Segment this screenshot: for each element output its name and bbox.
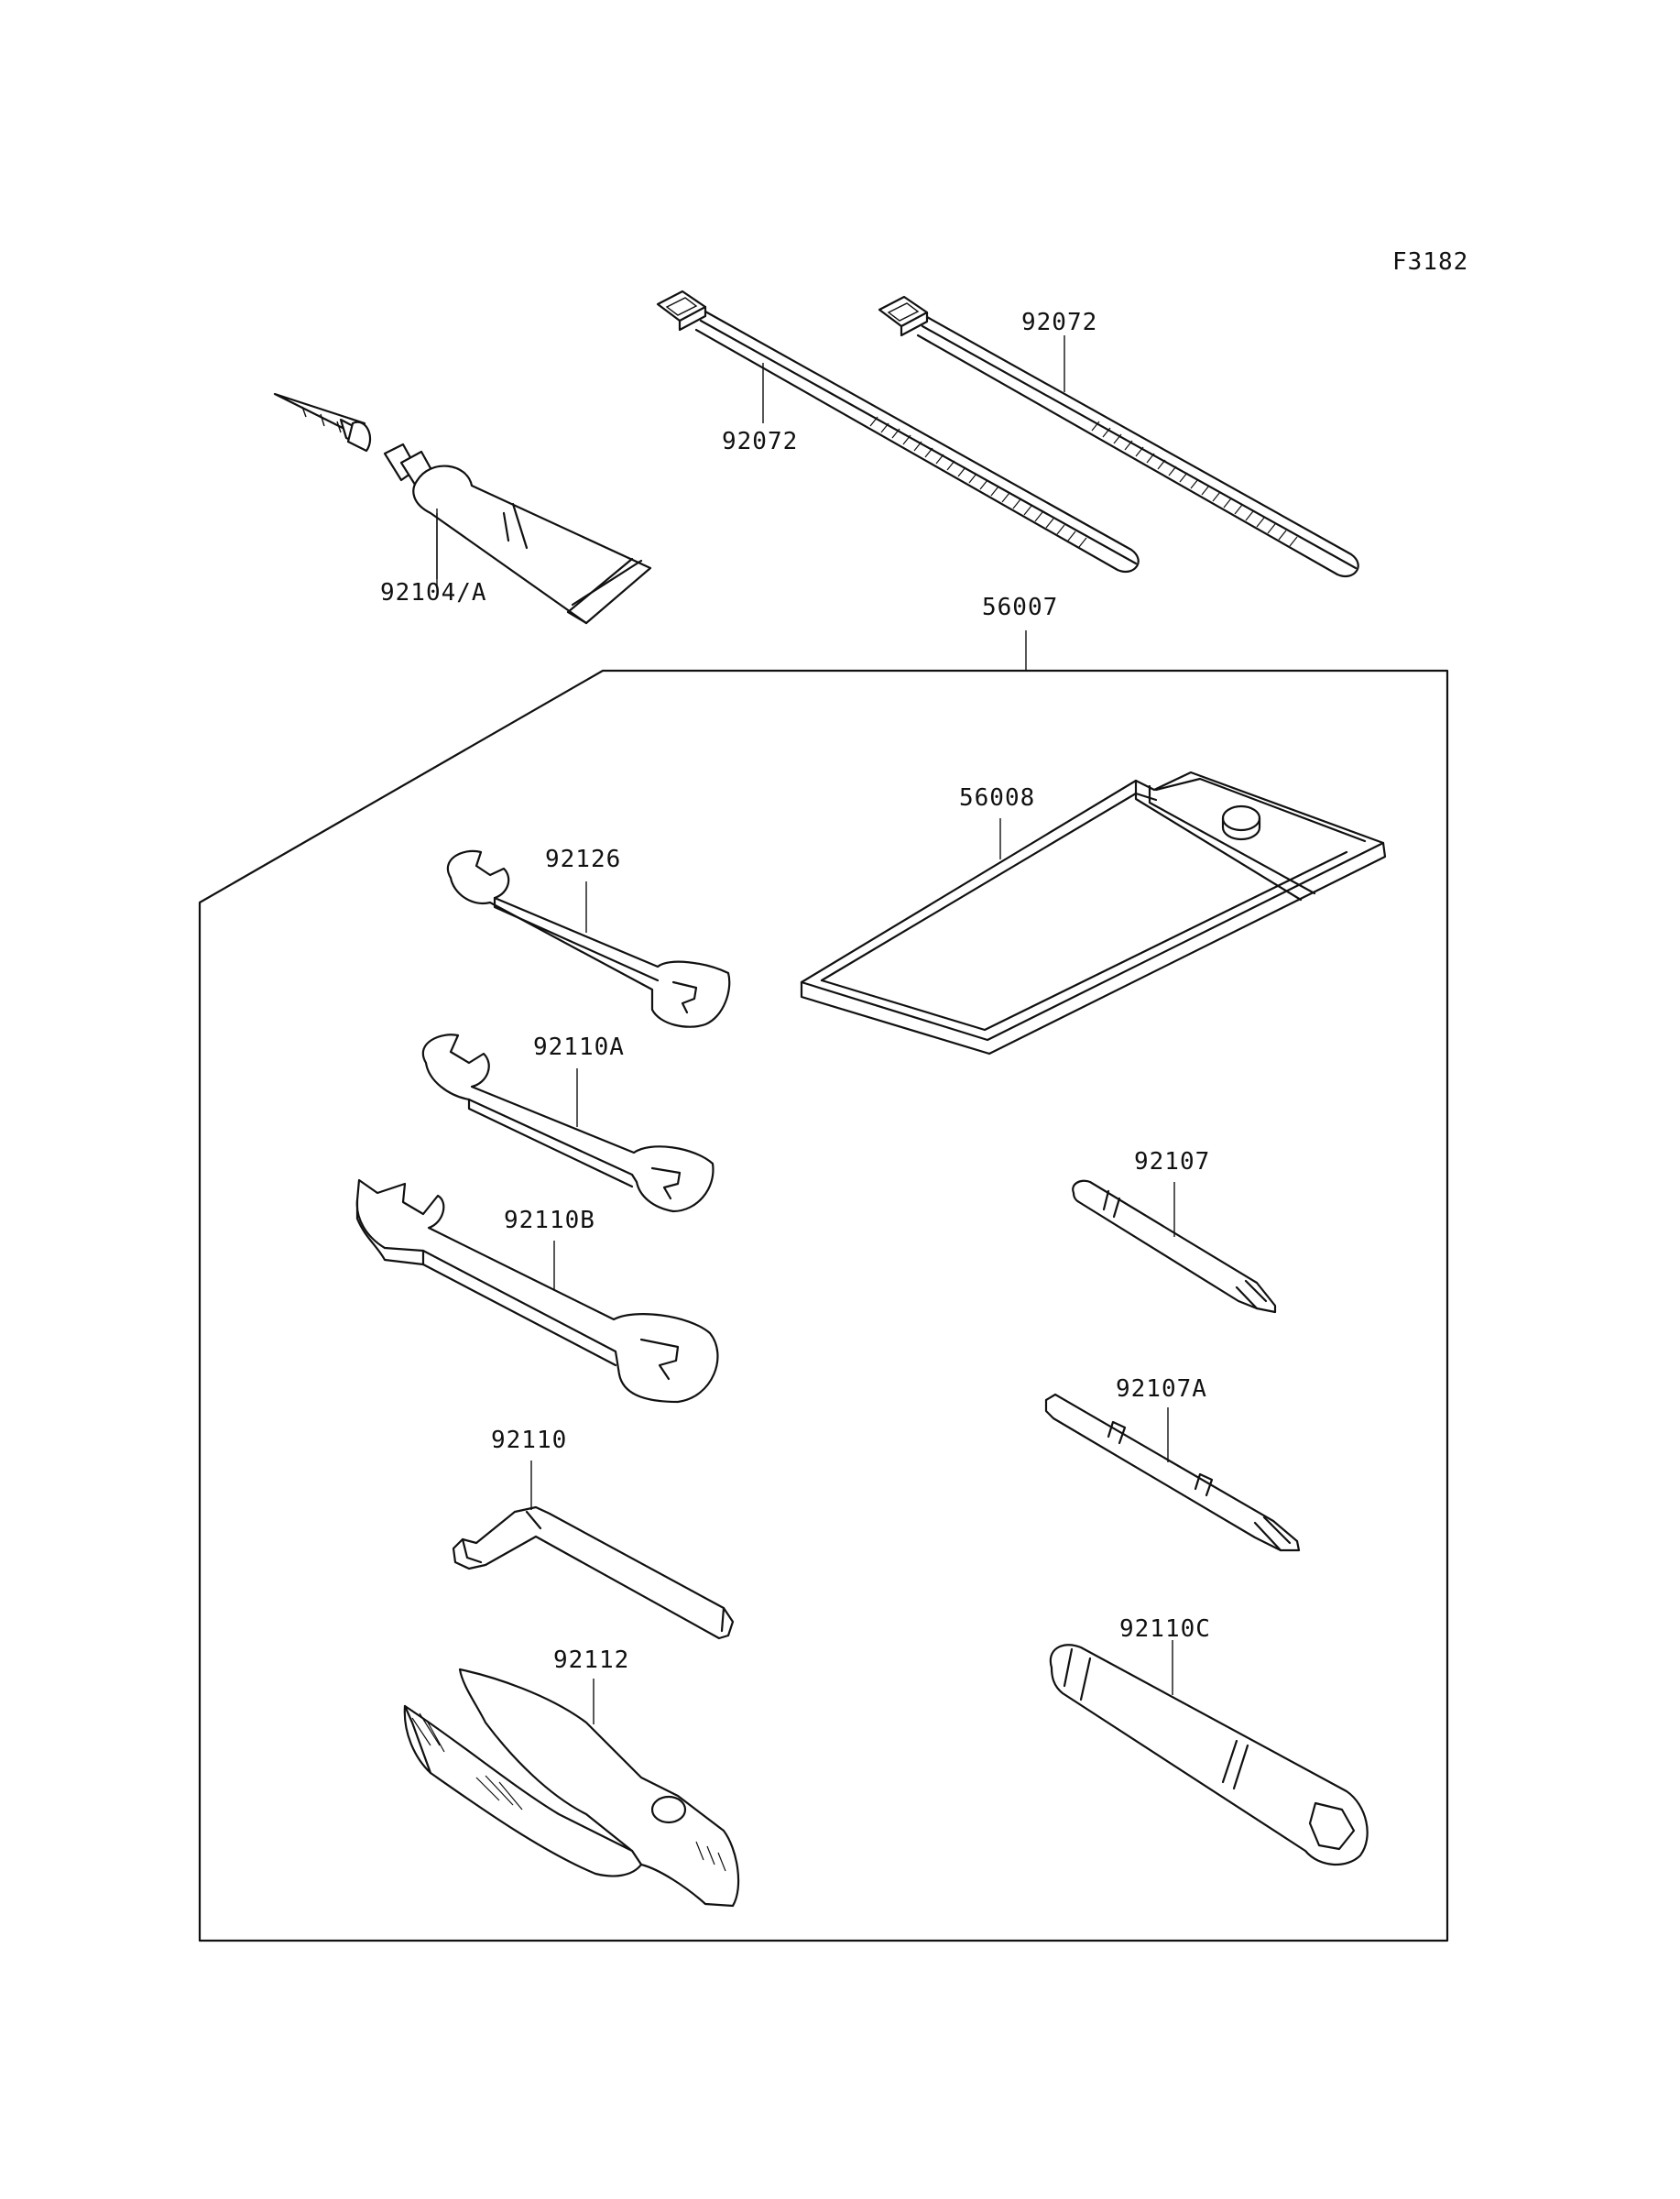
tie-right-part-number: 92072 bbox=[1021, 309, 1097, 336]
wrench-medium-part-number: 92110A bbox=[533, 1034, 625, 1061]
hex-key-part-number: 92110 bbox=[491, 1427, 567, 1454]
socket-wrench-part-number: 92110C bbox=[1119, 1615, 1211, 1643]
wrench-small-part bbox=[446, 849, 731, 1028]
tie-left-part-number: 92072 bbox=[722, 428, 798, 455]
pliers-part bbox=[403, 1668, 740, 1908]
group-part-number: 56007 bbox=[982, 594, 1058, 621]
tool-pouch-part bbox=[800, 771, 1387, 1056]
tool-kit-group-frame bbox=[198, 669, 1449, 1942]
socket-wrench-part bbox=[1049, 1644, 1369, 1866]
tube-part bbox=[273, 392, 652, 625]
figure-id: F3182 bbox=[1392, 248, 1468, 276]
screwdriver-grip-part bbox=[1044, 1393, 1301, 1552]
pliers-part-number: 92112 bbox=[553, 1647, 629, 1674]
pouch-part-number: 56008 bbox=[959, 784, 1035, 812]
wrench-large-part-number: 92110B bbox=[504, 1207, 595, 1234]
screwdriver-part-number: 92107 bbox=[1134, 1148, 1210, 1176]
cable-tie-right-part bbox=[878, 295, 1359, 577]
wrench-small-part-number: 92126 bbox=[545, 846, 621, 873]
tube-part-number: 92104/A bbox=[380, 579, 487, 607]
hex-key-part bbox=[452, 1505, 735, 1640]
cable-tie-left-part bbox=[656, 290, 1140, 573]
screwdriver-grip-part-number: 92107A bbox=[1116, 1375, 1207, 1403]
screwdriver-part bbox=[1072, 1179, 1277, 1314]
wrench-large-part bbox=[355, 1178, 719, 1404]
wrench-medium-part bbox=[422, 1034, 715, 1213]
